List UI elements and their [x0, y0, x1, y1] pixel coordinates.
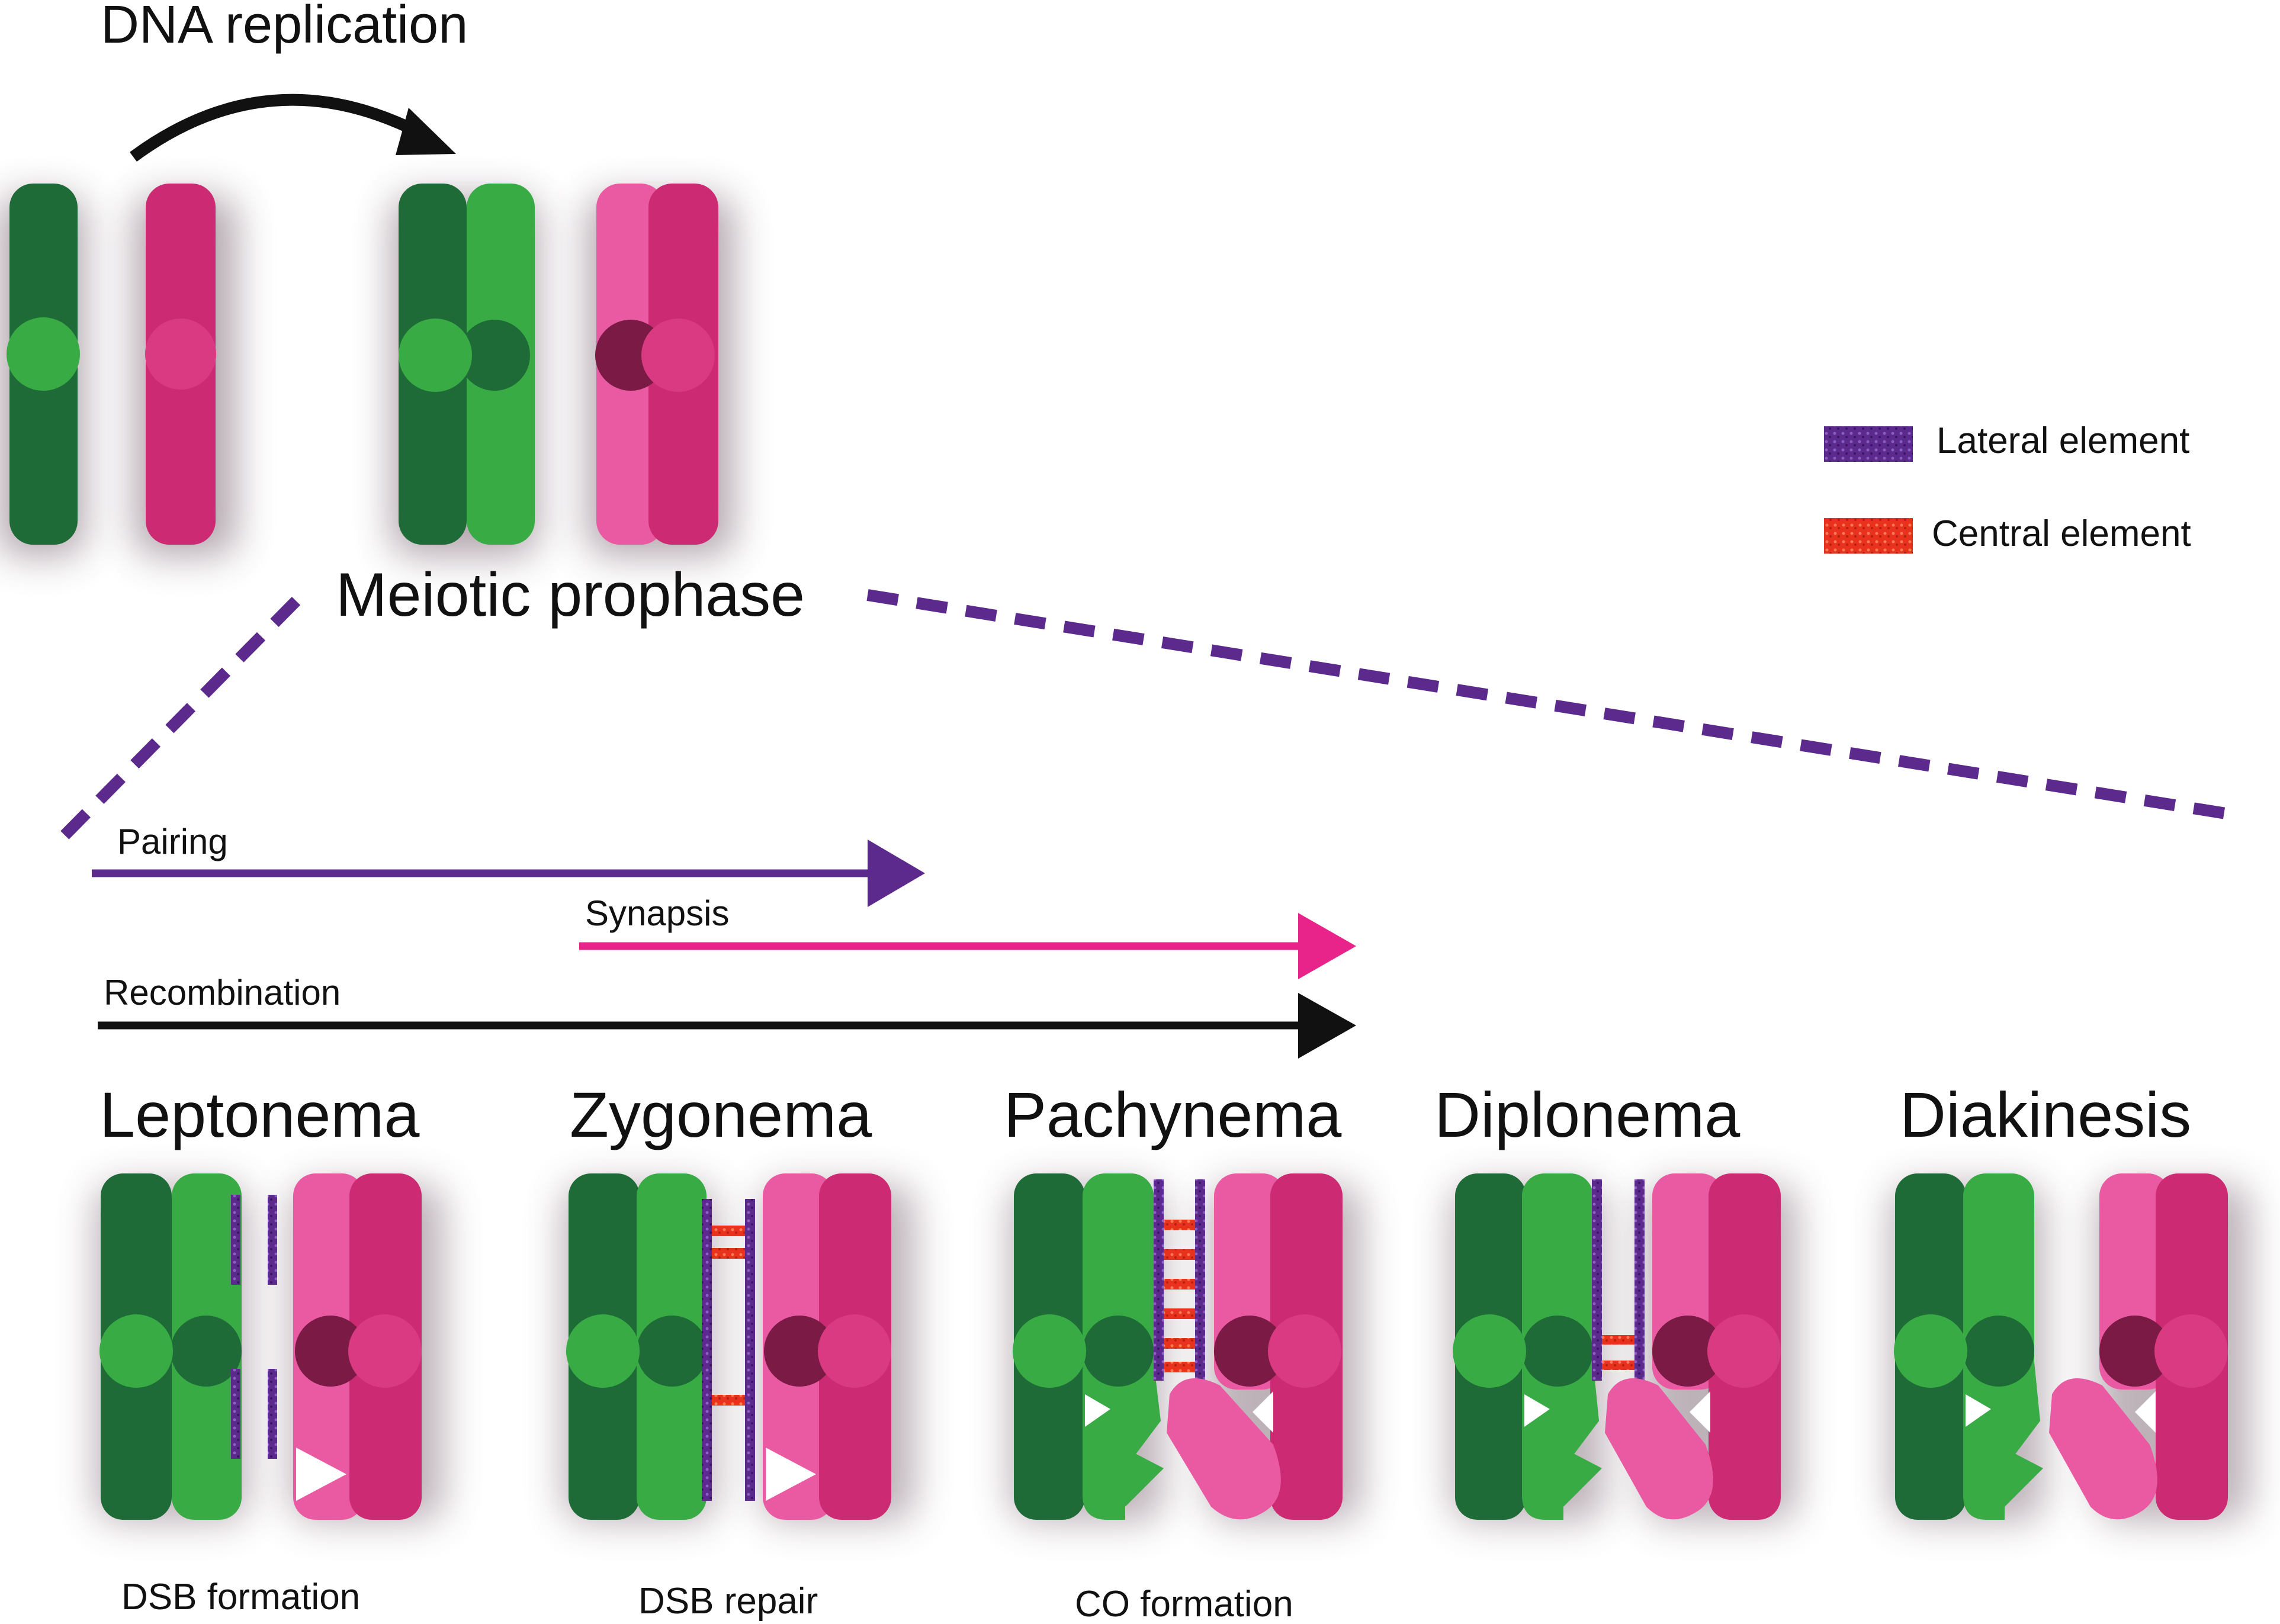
unreplicated-chromosomes	[0, 184, 237, 557]
lateral-element-swatch	[1824, 426, 1913, 462]
legend-central-label: Central element	[1932, 513, 2191, 554]
event-zygonema: DSB repair	[638, 1581, 818, 1622]
title: DNA replication	[101, 0, 468, 54]
stage-title-diakinesis: Diakinesis	[1900, 1079, 2191, 1150]
stage-title-leptonema: Leptonema	[99, 1079, 420, 1150]
zoom-line-left	[57, 596, 301, 842]
stage-title-zygonema: Zygonema	[570, 1079, 872, 1150]
pairing-label: Pairing	[117, 822, 228, 861]
dsb-triangle	[296, 1448, 346, 1501]
stage-title-pachynema: Pachynema	[1004, 1079, 1342, 1150]
replication-arrow	[130, 94, 423, 162]
replication-arrowhead	[396, 108, 456, 155]
event-pachynema: CO formation	[1075, 1584, 1293, 1624]
leptonema-figure	[95, 1173, 444, 1522]
synapsis-arrowhead	[1298, 913, 1356, 979]
central-element-swatch	[1824, 518, 1913, 554]
legend: Lateral element Central element	[1824, 420, 2191, 554]
replicated-chromosomes	[391, 184, 734, 557]
pachynema-figure	[1010, 1173, 1362, 1522]
diakinesis-figure	[1890, 1173, 2250, 1522]
zygonema-figure	[563, 1173, 915, 1522]
diplonema-figure	[1451, 1173, 1797, 1522]
legend-lateral-label: Lateral element	[1937, 420, 2189, 461]
zoom-line-right	[866, 589, 2231, 820]
event-leptonema: DSB formation	[121, 1577, 360, 1617]
stage-title-diplonema: Diplonema	[1434, 1079, 1740, 1150]
recombination-label: Recombination	[104, 973, 341, 1012]
pairing-arrowhead	[868, 840, 925, 907]
recombination-arrowhead	[1298, 993, 1356, 1059]
meiotic-prophase-label: Meiotic prophase	[336, 561, 805, 629]
synapsis-label: Synapsis	[585, 893, 729, 933]
